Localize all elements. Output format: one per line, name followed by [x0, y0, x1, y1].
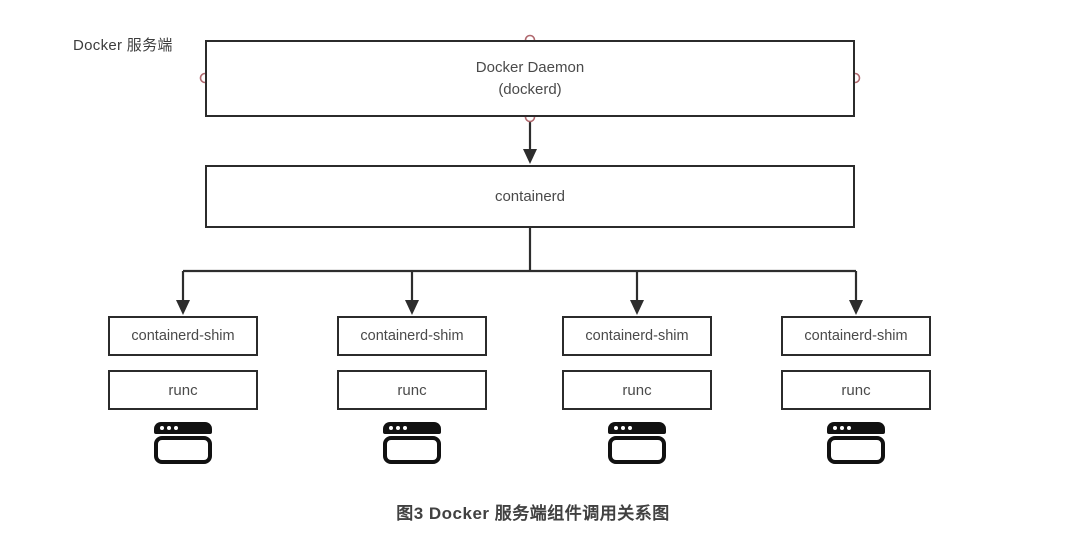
terminal-window-body [383, 436, 441, 464]
window-dot [396, 426, 400, 430]
containerd-label: containerd [494, 188, 566, 205]
container-column-2: containerd-shim runc [337, 316, 487, 464]
arrowhead-shim-4 [849, 300, 863, 315]
runc-label: runc [397, 381, 427, 399]
window-dot [167, 426, 171, 430]
window-dot [160, 426, 164, 430]
terminal-window-titlebar [383, 422, 441, 434]
window-dot [389, 426, 393, 430]
terminal-window-body [608, 436, 666, 464]
terminal-window-titlebar [154, 422, 212, 434]
window-dot [840, 426, 844, 430]
arrowhead-shim-3 [630, 300, 644, 315]
container-column-1: containerd-shim runc [108, 316, 258, 464]
terminal-window-body [154, 436, 212, 464]
containerd-shim-label: containerd-shim [804, 328, 908, 344]
terminal-window-icon [383, 422, 441, 464]
docker-daemon-label: Docker Daemon (dockerd) [476, 57, 584, 101]
window-dot [621, 426, 625, 430]
window-dot [833, 426, 837, 430]
arrowhead-daemon-containerd [523, 149, 537, 164]
terminal-window-titlebar [827, 422, 885, 434]
window-dot [614, 426, 618, 430]
arrowhead-shim-2 [405, 300, 419, 315]
window-dot [847, 426, 851, 430]
runc-label: runc [622, 381, 652, 399]
containerd-shim-box: containerd-shim [108, 316, 258, 356]
terminal-window-body [827, 436, 885, 464]
figure-caption: 图3 Docker 服务端组件调用关系图 [396, 504, 670, 523]
runc-box: runc [337, 370, 487, 410]
containerd-box: containerd [205, 165, 855, 228]
containerd-shim-box: containerd-shim [337, 316, 487, 356]
container-column-3: containerd-shim runc [562, 316, 712, 464]
runc-box: runc [781, 370, 931, 410]
window-dot [174, 426, 178, 430]
containerd-shim-label: containerd-shim [585, 328, 689, 344]
arrowhead-shim-1 [176, 300, 190, 315]
terminal-window-icon [154, 422, 212, 464]
docker-daemon-box: Docker Daemon (dockerd) [205, 40, 855, 117]
docker-daemon-label-line1: Docker Daemon [475, 58, 585, 76]
containerd-shim-label: containerd-shim [360, 328, 464, 344]
containerd-shim-box: containerd-shim [562, 316, 712, 356]
side-label: Docker 服务端 [73, 37, 173, 54]
terminal-window-icon [608, 422, 666, 464]
runc-label: runc [841, 381, 871, 399]
containerd-shim-label: containerd-shim [131, 328, 235, 344]
terminal-window-titlebar [608, 422, 666, 434]
runc-label: runc [168, 381, 198, 399]
runc-box: runc [108, 370, 258, 410]
window-dot [403, 426, 407, 430]
docker-daemon-label-line2: (dockerd) [498, 80, 562, 98]
terminal-window-icon [827, 422, 885, 464]
runc-box: runc [562, 370, 712, 410]
container-column-4: containerd-shim runc [781, 316, 931, 464]
window-dot [628, 426, 632, 430]
containerd-shim-box: containerd-shim [781, 316, 931, 356]
